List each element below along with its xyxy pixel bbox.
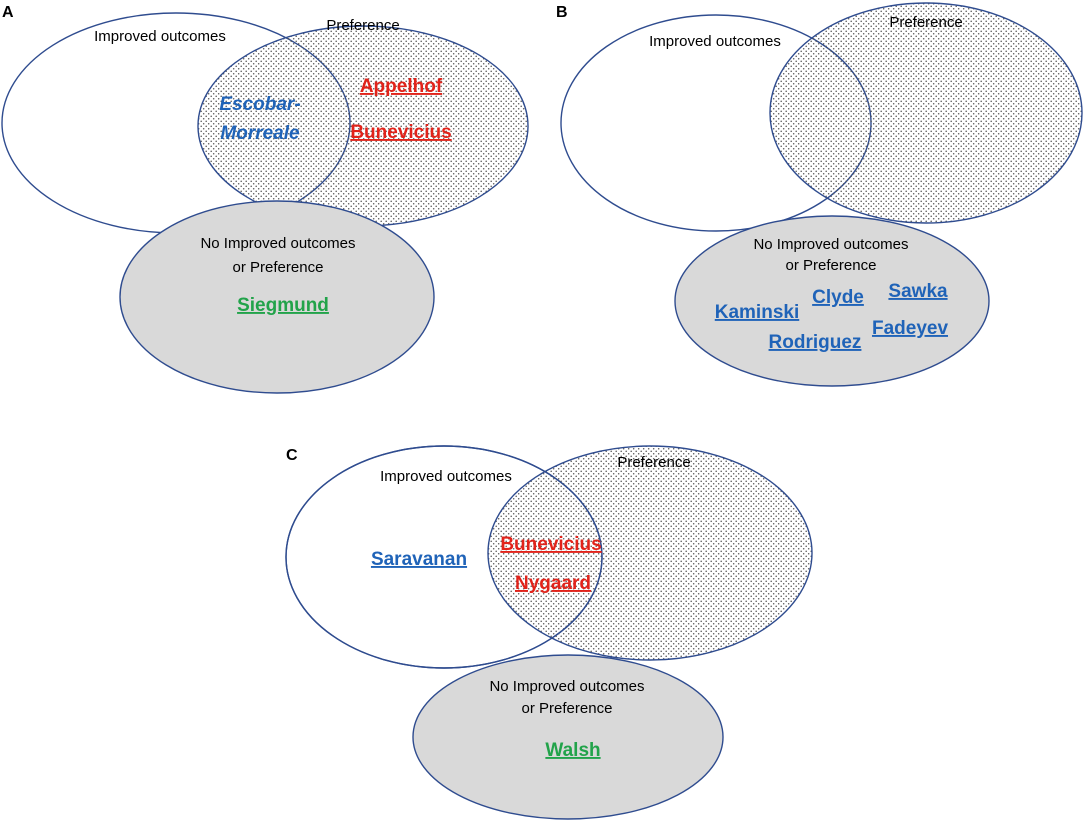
panel-b-none-label-line1: No Improved outcomes bbox=[753, 236, 908, 253]
panel-b-name-kaminski: Kaminski bbox=[715, 302, 799, 323]
panel-c-none-label-line2: or Preference bbox=[522, 700, 613, 717]
panel-a-name-siegmund: Siegmund bbox=[237, 295, 329, 316]
panel-a-name-bunevicius: Bunevicius bbox=[350, 122, 451, 143]
panel-a-name-escobar-morreale-line2: Morreale bbox=[220, 123, 300, 144]
panel-b-letter: B bbox=[556, 4, 568, 21]
panel-a-improved-label: Improved outcomes bbox=[94, 28, 226, 45]
panel-c-name-nygaard: Nygaard bbox=[515, 573, 591, 594]
panel-b-none-label-line2: or Preference bbox=[786, 257, 877, 274]
panel-a-none-label-line2: or Preference bbox=[233, 259, 324, 276]
panel-c-letter: C bbox=[286, 447, 298, 464]
panel-a-letter: A bbox=[2, 4, 14, 21]
panel-a-none-ellipse bbox=[119, 200, 435, 394]
panel-b: B Improved outcomes Preference No Improv… bbox=[556, 2, 1083, 387]
panel-b-none-ellipse bbox=[674, 215, 990, 387]
panel-a-none-label-line1: No Improved outcomes bbox=[200, 235, 355, 252]
panel-b-name-rodriguez: Rodriguez bbox=[769, 332, 862, 353]
panel-b-preference-label: Preference bbox=[889, 14, 962, 31]
panel-b-name-clyde: Clyde bbox=[812, 287, 864, 308]
panel-c-preference-label: Preference bbox=[617, 454, 690, 471]
panel-c-preference-ellipse bbox=[487, 445, 813, 661]
panel-a-name-escobar-morreale-line1: Escobar- bbox=[219, 94, 300, 115]
panel-c-none-label-line1: No Improved outcomes bbox=[489, 678, 644, 695]
panel-c-none-ellipse bbox=[412, 654, 724, 820]
panel-b-preference-ellipse bbox=[769, 2, 1083, 224]
panel-c-improved-outline-overlay bbox=[285, 445, 603, 669]
panel-b-name-fadeyev: Fadeyev bbox=[872, 318, 948, 339]
panel-c-name-walsh: Walsh bbox=[545, 740, 600, 761]
panel-c-name-saravanan: Saravanan bbox=[371, 549, 467, 570]
panel-a: A Improved outcomes Preference No Improv… bbox=[1, 4, 529, 394]
panel-b-improved-label: Improved outcomes bbox=[649, 33, 781, 50]
panel-c: C Improved outcomes Preference No Improv… bbox=[285, 445, 813, 820]
panel-a-name-appelhof: Appelhof bbox=[360, 76, 443, 97]
panel-a-preference-label: Preference bbox=[326, 17, 399, 34]
panel-b-name-sawka: Sawka bbox=[888, 281, 948, 302]
panel-c-name-bunevicius: Bunevicius bbox=[500, 534, 601, 555]
panel-c-improved-label: Improved outcomes bbox=[380, 468, 512, 485]
